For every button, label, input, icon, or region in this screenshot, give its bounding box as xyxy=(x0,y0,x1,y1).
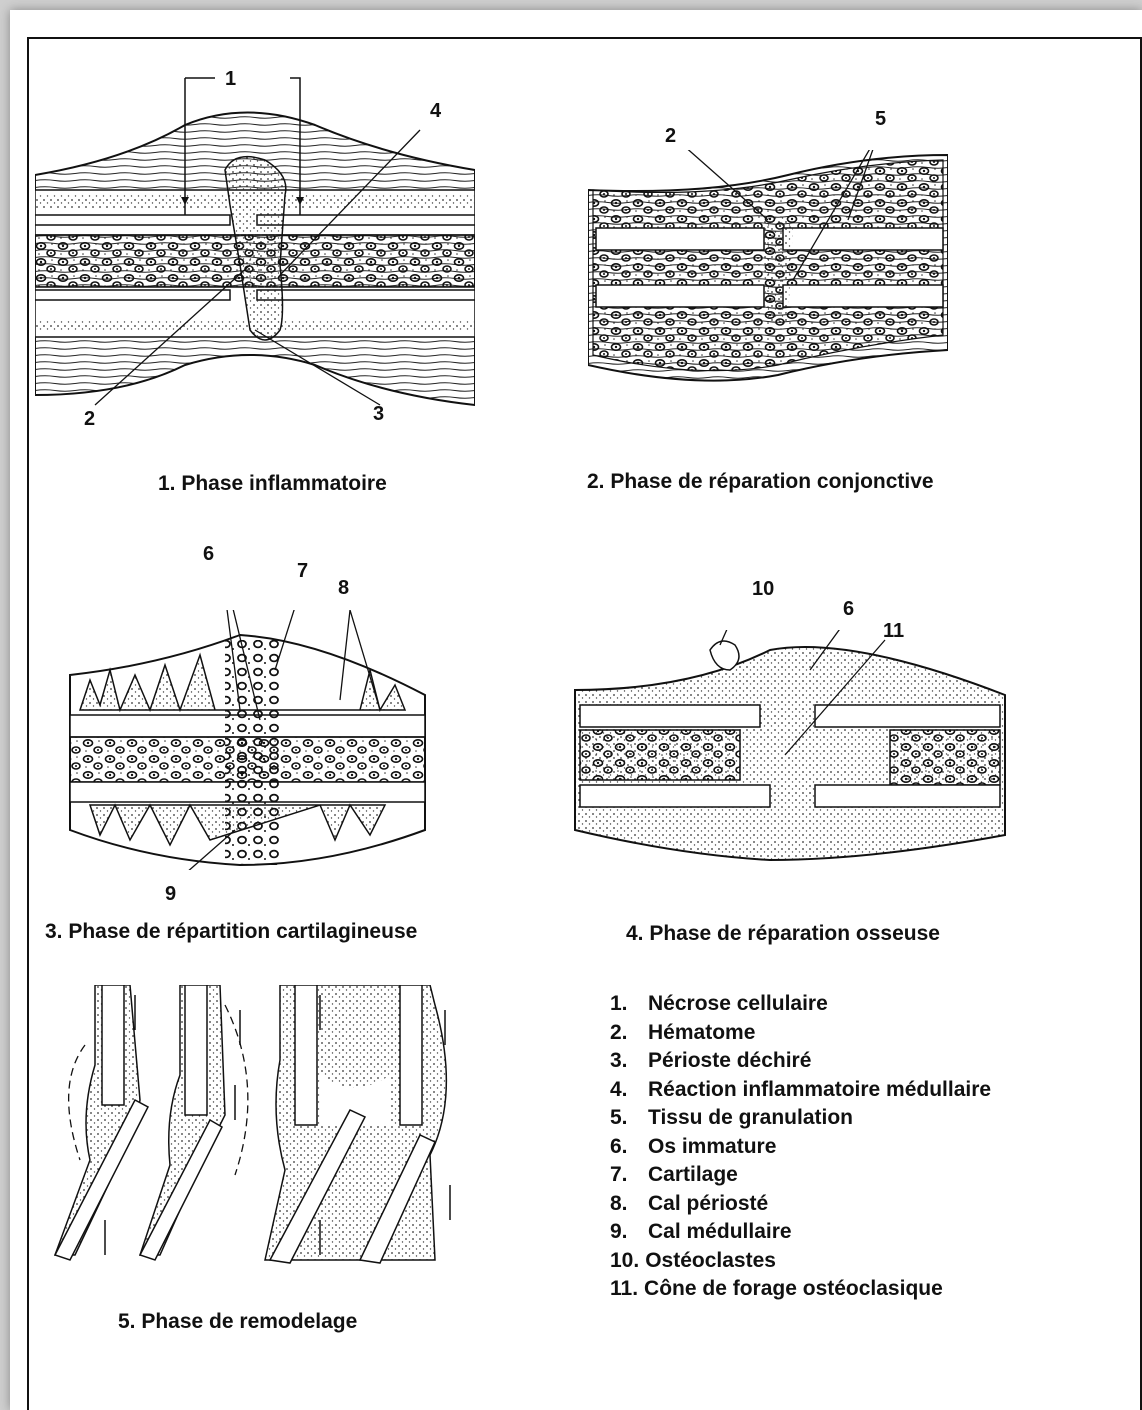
phase3-caption: 3. Phase de répartition cartilagineuse xyxy=(45,920,417,944)
legend-item: 5.Tissu de granulation xyxy=(610,1104,991,1133)
legend-item: 6.Os immature xyxy=(610,1133,991,1162)
phase2-caption: 2. Phase de réparation conjonctive xyxy=(587,470,934,494)
marker-10: 10 xyxy=(752,578,774,601)
phase5-diagram xyxy=(40,985,470,1265)
phase3-diagram xyxy=(60,610,435,870)
legend-item: 10.Ostéoclastes xyxy=(610,1247,991,1276)
phase2-diagram xyxy=(588,150,948,390)
legend-item: 9.Cal médullaire xyxy=(610,1218,991,1247)
marker-5: 5 xyxy=(875,108,886,131)
marker-8: 8 xyxy=(338,577,349,600)
marker-7: 7 xyxy=(297,560,308,583)
legend-item: 4.Réaction inflammatoire médullaire xyxy=(610,1076,991,1105)
legend-item: 11.Cône de forage ostéoclasique xyxy=(610,1275,991,1304)
legend-item: 3.Périoste déchiré xyxy=(610,1047,991,1076)
phase4-diagram xyxy=(570,630,1010,870)
legend-item: 8.Cal périosté xyxy=(610,1190,991,1219)
phase1-diagram xyxy=(35,65,475,435)
phase1-caption: 1. Phase inflammatoire xyxy=(158,472,387,496)
marker-3: 3 xyxy=(373,403,384,426)
phase5-caption: 5. Phase de remodelage xyxy=(118,1310,357,1334)
legend-item: 7.Cartilage xyxy=(610,1161,991,1190)
legend-item: 1.Nécrose cellulaire xyxy=(610,990,991,1019)
marker-2: 2 xyxy=(84,408,95,431)
marker-11: 11 xyxy=(883,620,904,643)
legend-list: 1.Nécrose cellulaire 2.Hématome 3.Périos… xyxy=(610,990,991,1304)
marker-1: 1 xyxy=(225,68,236,91)
figure-page: 1 4 2 3 1. Phase inflammatoire 2 5 2. Ph… xyxy=(10,10,1142,1410)
marker-6b: 6 xyxy=(843,598,854,621)
marker-6: 6 xyxy=(203,543,214,566)
marker-4: 4 xyxy=(430,100,441,123)
marker-9: 9 xyxy=(165,883,176,906)
legend-item: 2.Hématome xyxy=(610,1019,991,1048)
phase4-caption: 4. Phase de réparation osseuse xyxy=(626,922,940,946)
marker-2b: 2 xyxy=(665,125,676,148)
